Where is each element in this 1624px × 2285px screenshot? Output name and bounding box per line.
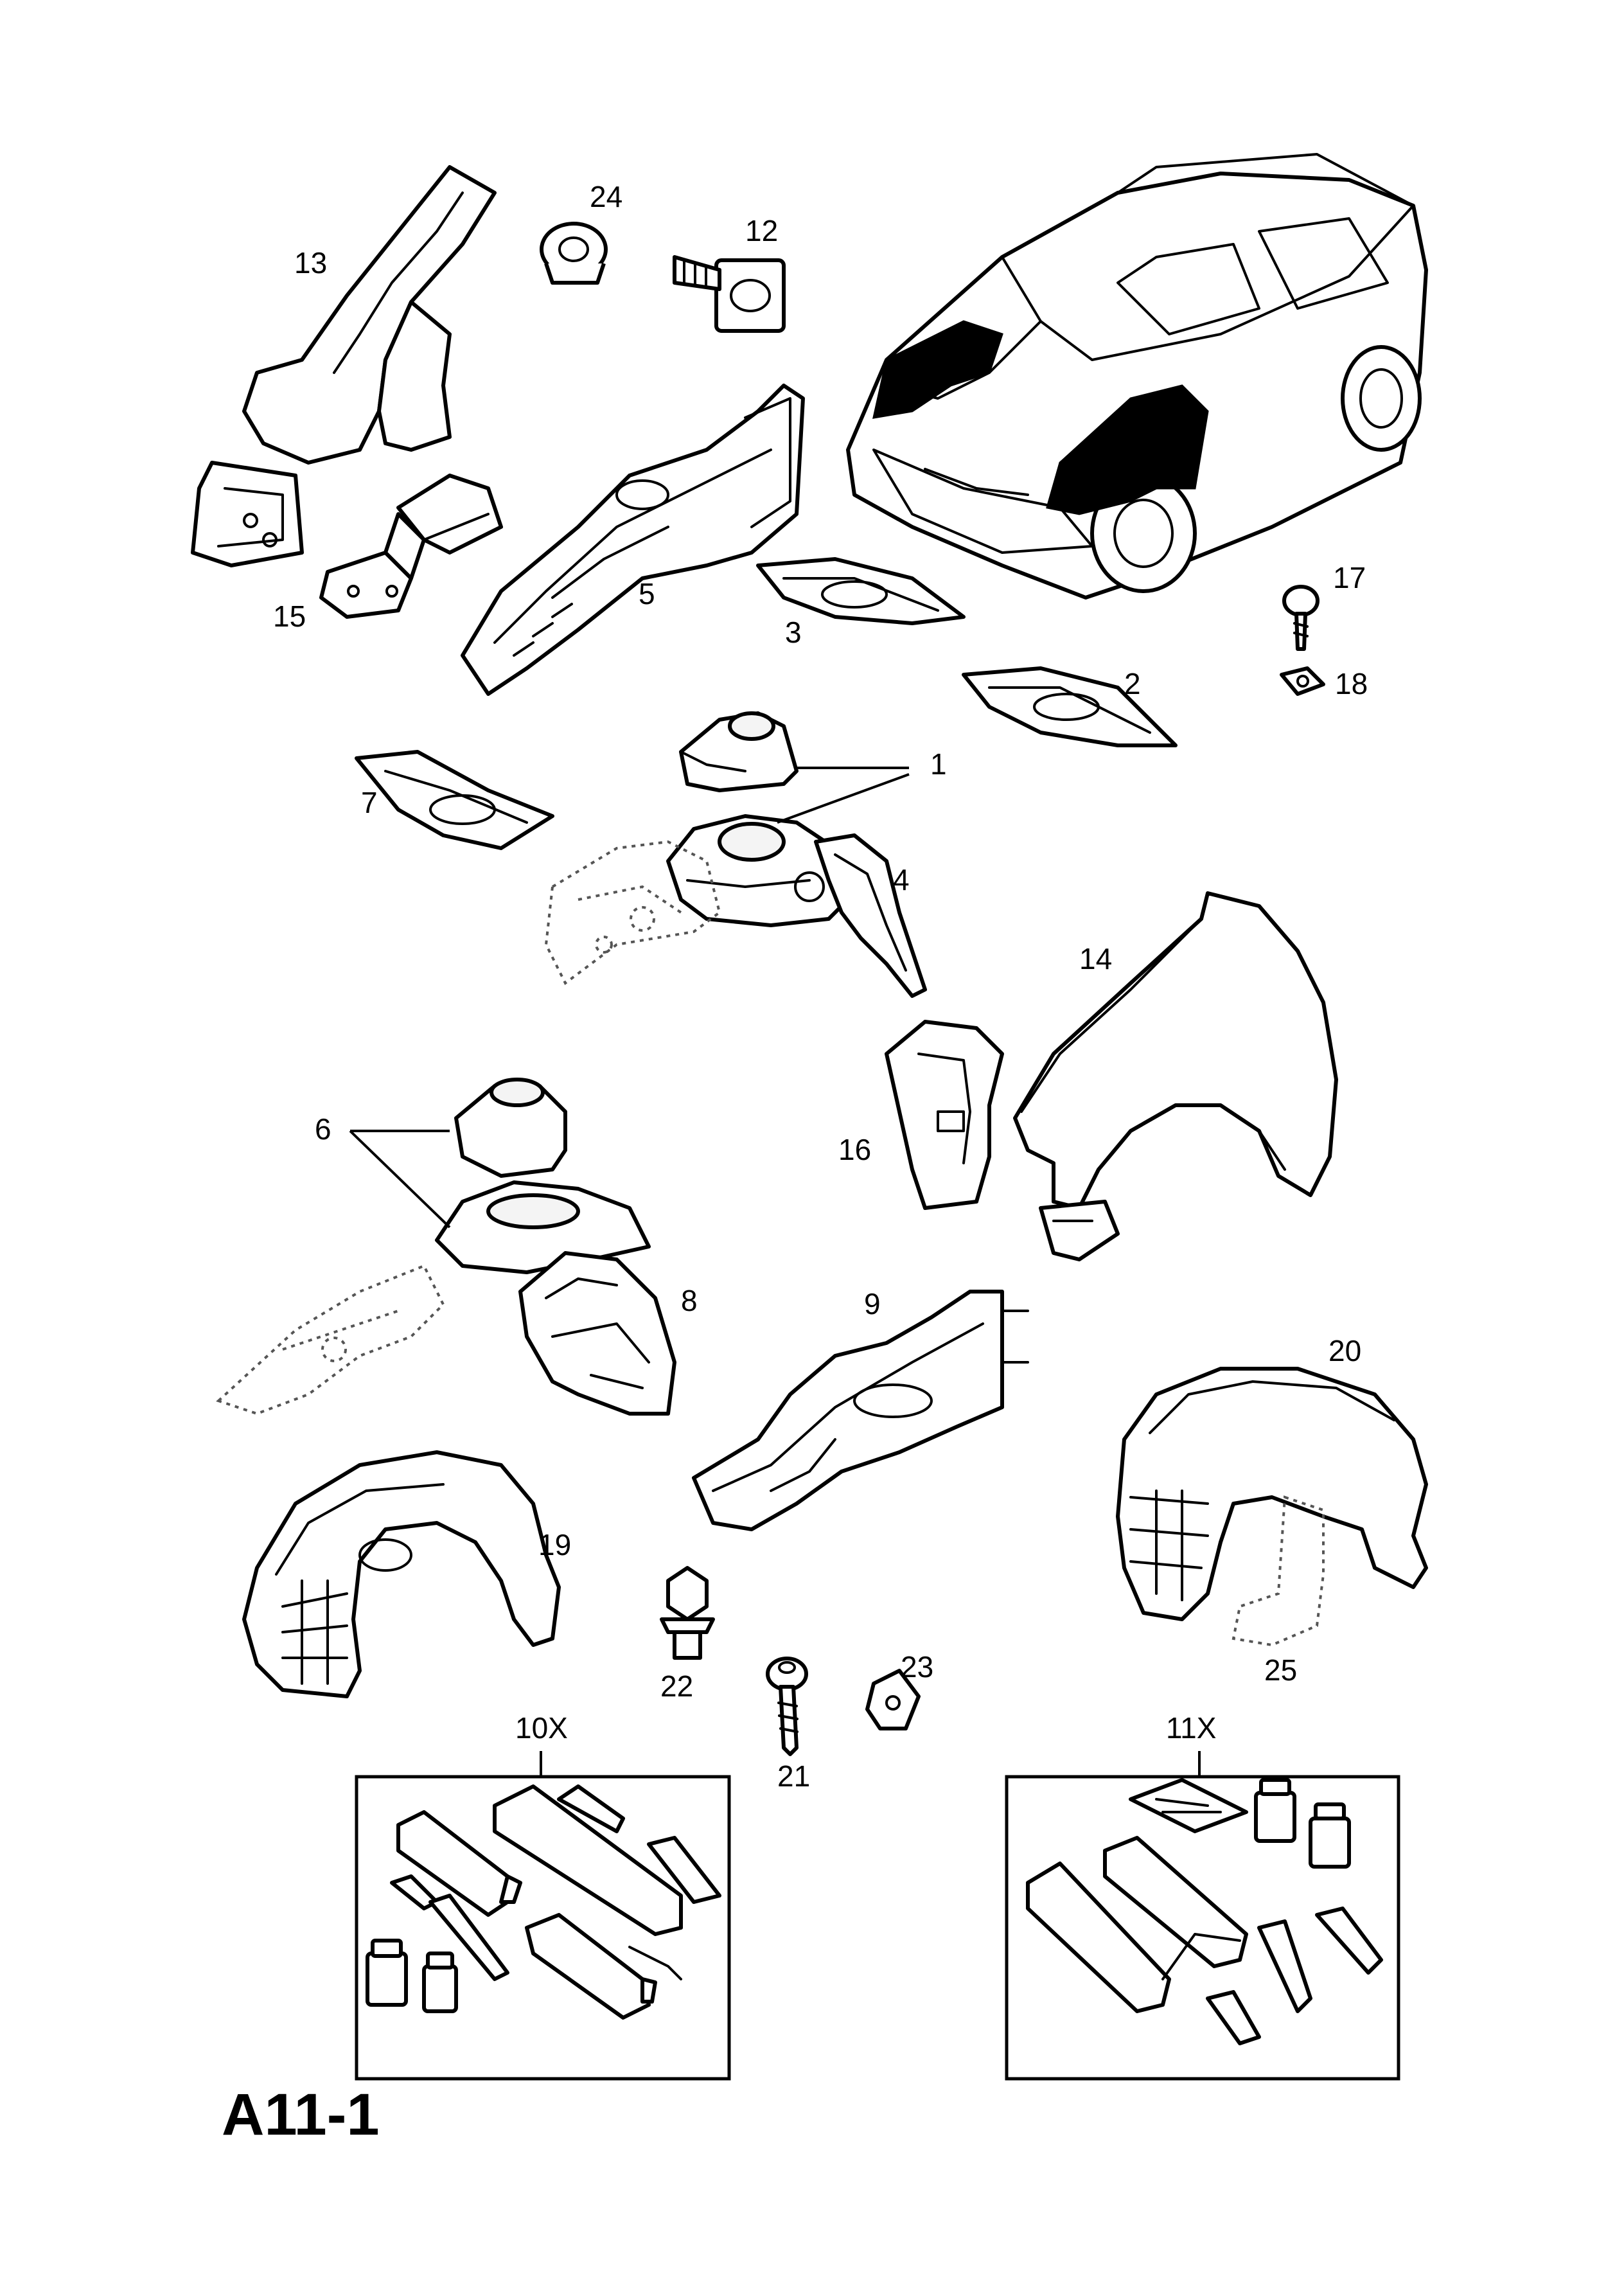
callout-14: 14 — [1079, 942, 1112, 975]
callout-5: 5 — [639, 577, 655, 610]
part-22-push-clip[interactable] — [660, 1566, 715, 1660]
callout-24: 24 — [590, 180, 622, 213]
ghost-panel-lower — [216, 1264, 445, 1416]
callout-9: 9 — [864, 1287, 881, 1320]
kit-11x-contents — [1026, 1778, 1383, 2045]
callout-23: 23 — [901, 1650, 933, 1684]
part-3-tray[interactable] — [756, 557, 966, 625]
part-13-pillar[interactable] — [191, 165, 497, 567]
kit-10x-contents — [366, 1784, 721, 2020]
vehicle-overview — [846, 153, 1428, 600]
part-14-fender[interactable] — [1013, 891, 1338, 1261]
part-9-wheelhouse-panel[interactable] — [692, 1290, 1029, 1531]
callout-13: 13 — [294, 246, 327, 280]
callout-21: 21 — [777, 1759, 810, 1793]
callout-19: 19 — [538, 1528, 571, 1561]
part-25-mud-flap[interactable] — [1231, 1495, 1325, 1647]
callout-15: 15 — [273, 600, 306, 633]
callout-1: 1 — [930, 747, 947, 781]
callout-25: 25 — [1264, 1653, 1297, 1687]
part-17-bolt[interactable] — [1282, 585, 1320, 651]
part-6-strut-tower[interactable] — [435, 1078, 651, 1274]
part-7-tray[interactable] — [355, 750, 554, 850]
callout-17: 17 — [1333, 561, 1366, 594]
callout-12: 12 — [745, 214, 778, 247]
ghost-panel-upper — [544, 840, 721, 986]
part-2-tray[interactable] — [962, 666, 1178, 747]
callout-10x: 10X — [515, 1711, 568, 1745]
callout-6: 6 — [315, 1112, 331, 1146]
callout-20: 20 — [1328, 1334, 1361, 1367]
part-20-arch-liner[interactable] — [1116, 1367, 1428, 1621]
callout-8: 8 — [681, 1284, 698, 1317]
part-5-wheelhouse-panel[interactable] — [461, 384, 805, 696]
callout-2: 2 — [1124, 667, 1141, 700]
part-12-screw[interactable] — [673, 255, 786, 333]
page-title: A11-1 — [222, 2082, 380, 2147]
callout-3: 3 — [785, 616, 802, 649]
callout-4: 4 — [893, 863, 910, 896]
part-16-bracket[interactable] — [885, 1020, 1004, 1210]
kit-10x-box[interactable] — [355, 1775, 731, 2081]
part-23-clip[interactable] — [865, 1669, 921, 1730]
callout-22: 22 — [660, 1669, 693, 1703]
callout-11x: 11X — [1166, 1711, 1216, 1745]
part-8-arch[interactable] — [518, 1251, 676, 1416]
part-21-screw[interactable] — [766, 1657, 808, 1756]
part-19-arch-liner[interactable] — [242, 1450, 561, 1698]
kit-11x-box[interactable] — [1005, 1775, 1400, 2081]
part-24-nut[interactable] — [540, 222, 608, 285]
callout-16: 16 — [838, 1133, 871, 1166]
part-18-clip[interactable] — [1280, 666, 1325, 696]
part-4-arch-liner[interactable] — [814, 833, 927, 998]
callout-18: 18 — [1335, 667, 1368, 700]
callout-7: 7 — [361, 786, 378, 819]
part-1-strut-tower[interactable] — [666, 711, 850, 927]
part-15-bracket[interactable] — [319, 474, 503, 619]
